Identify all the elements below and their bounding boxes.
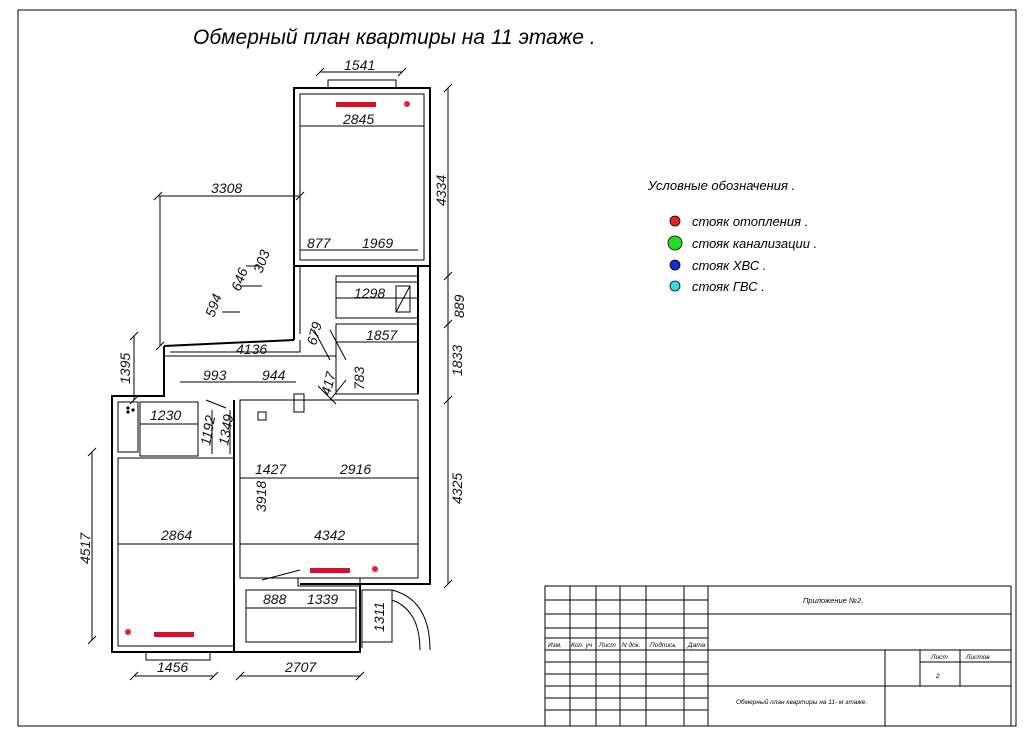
legend-item-label: стояк канализации . xyxy=(692,236,817,251)
dimension-lines xyxy=(91,71,449,677)
dim-label: 1349 xyxy=(215,413,236,447)
dim-label: 1395 xyxy=(117,353,133,384)
heating-riser-icon xyxy=(404,101,410,107)
dim-label: 888 xyxy=(263,591,287,607)
dim-label: 3308 xyxy=(211,180,242,196)
dim-label: 993 xyxy=(203,367,227,383)
dim-label: 1230 xyxy=(150,407,181,423)
legend-item-label: стояк ГВС . xyxy=(692,279,765,294)
stamp-col-ndok: N док. xyxy=(622,641,641,649)
dim-label: 303 xyxy=(250,247,273,275)
walls xyxy=(111,87,431,653)
dim-label: 1969 xyxy=(362,235,393,251)
dim-label: 1311 xyxy=(371,602,387,632)
legend-heading: Условные обозначения . xyxy=(647,178,795,193)
radiators xyxy=(154,102,376,637)
stamp-listov-label: Листов xyxy=(965,654,990,661)
legend-item-label: стояк ХВС . xyxy=(692,258,767,273)
heating-riser-icon xyxy=(125,629,131,635)
dim-label: 1427 xyxy=(255,461,287,477)
stamp-col-podpis: Подпись xyxy=(650,641,676,649)
heating-riser-icon xyxy=(372,566,378,572)
dim-label: 1833 xyxy=(449,345,465,376)
legend-hot-water-icon xyxy=(669,280,681,292)
dim-label: 1339 xyxy=(307,591,338,607)
dim-label: 417 xyxy=(317,369,339,397)
dim-label: 646 xyxy=(228,265,251,293)
dim-label: 4136 xyxy=(236,341,267,357)
stamp-col-data: Дата xyxy=(687,642,706,649)
dim-label: 3918 xyxy=(253,481,269,512)
dim-label: 2707 xyxy=(284,659,317,675)
legend-cold-water-icon xyxy=(669,259,681,271)
title-block: Приложение №2. Изм. Кол. уч Лист N док. … xyxy=(544,585,1012,727)
plan-title: Обмерный план квартиры на 11 этаже . xyxy=(193,26,596,49)
dim-label: 944 xyxy=(262,367,286,383)
dim-label: 2845 xyxy=(342,111,374,127)
dim-label: 1192 xyxy=(197,414,218,447)
dim-label: 2916 xyxy=(339,461,371,477)
stamp-col-list: Лист xyxy=(598,642,616,649)
sheet-frame xyxy=(17,9,1017,727)
dim-label: 679 xyxy=(303,320,325,347)
dim-label: 2864 xyxy=(160,527,192,543)
stamp-col-izm: Изм. xyxy=(548,642,562,649)
dim-label: 4325 xyxy=(449,473,465,504)
dimension-ticks xyxy=(87,67,453,681)
dim-label: 877 xyxy=(307,235,332,251)
dim-label: 4517 xyxy=(77,532,93,564)
stamp-document-title: Обмерный план квартиры на 11- м этаже. xyxy=(736,698,867,706)
dim-label: 4334 xyxy=(433,175,449,206)
dim-label: 4342 xyxy=(314,527,345,543)
dim-label: 594 xyxy=(202,291,225,319)
dim-label: 783 xyxy=(351,366,367,390)
dimension-labels: 1541 2845 4334 3308 877 1969 303 646 594… xyxy=(77,57,467,675)
stamp-col-kol: Кол. уч xyxy=(571,642,593,649)
legend-item-label: стояк отопления . xyxy=(692,214,808,229)
dim-label: 1298 xyxy=(354,285,385,301)
stamp-sheet-number: 2 xyxy=(935,673,940,680)
dim-label: 889 xyxy=(451,294,467,318)
legend-sewer-icon xyxy=(667,235,683,251)
legend-heating-icon xyxy=(669,215,681,227)
dim-label: 1541 xyxy=(344,57,375,73)
dim-label: 1857 xyxy=(366,327,398,343)
legend: Условные обозначения . стояк отопления .… xyxy=(647,178,817,294)
stamp-appendix: Приложение №2. xyxy=(803,596,863,605)
stamp-list-label: Лист xyxy=(930,654,948,661)
windows xyxy=(145,79,397,661)
dim-label: 1456 xyxy=(157,659,188,675)
